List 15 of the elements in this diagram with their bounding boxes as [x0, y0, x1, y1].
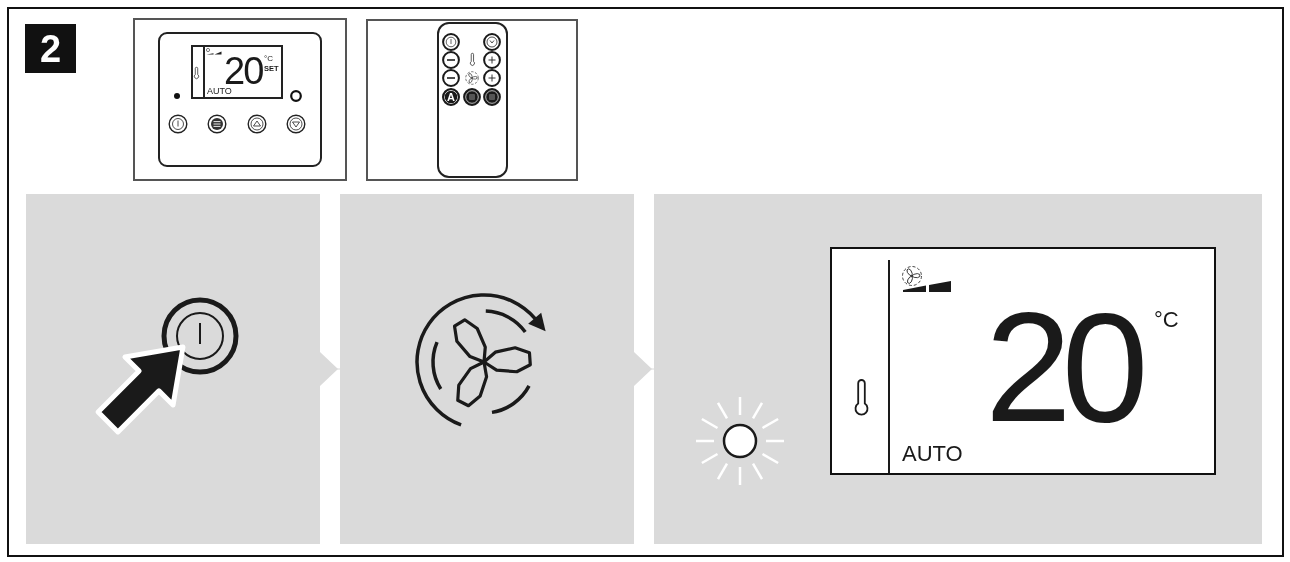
step-panel — [654, 194, 1262, 544]
mode-label: AUTO — [902, 443, 963, 465]
unit-label: °C — [264, 55, 273, 63]
step-panel — [340, 194, 634, 544]
step-arrow — [633, 352, 655, 386]
thumbnail-frame — [133, 18, 347, 181]
thumbnail-frame — [366, 19, 578, 181]
temperature-reading: 20 — [985, 305, 1141, 430]
lcd-display — [830, 247, 1216, 475]
temperature-reading: 20 — [224, 56, 264, 87]
mode-label: AUTO — [207, 87, 232, 96]
step-arrow — [319, 352, 341, 386]
step-panel — [26, 194, 320, 544]
step-number-badge: 2 — [25, 24, 76, 73]
unit-label: °C — [1154, 309, 1179, 331]
